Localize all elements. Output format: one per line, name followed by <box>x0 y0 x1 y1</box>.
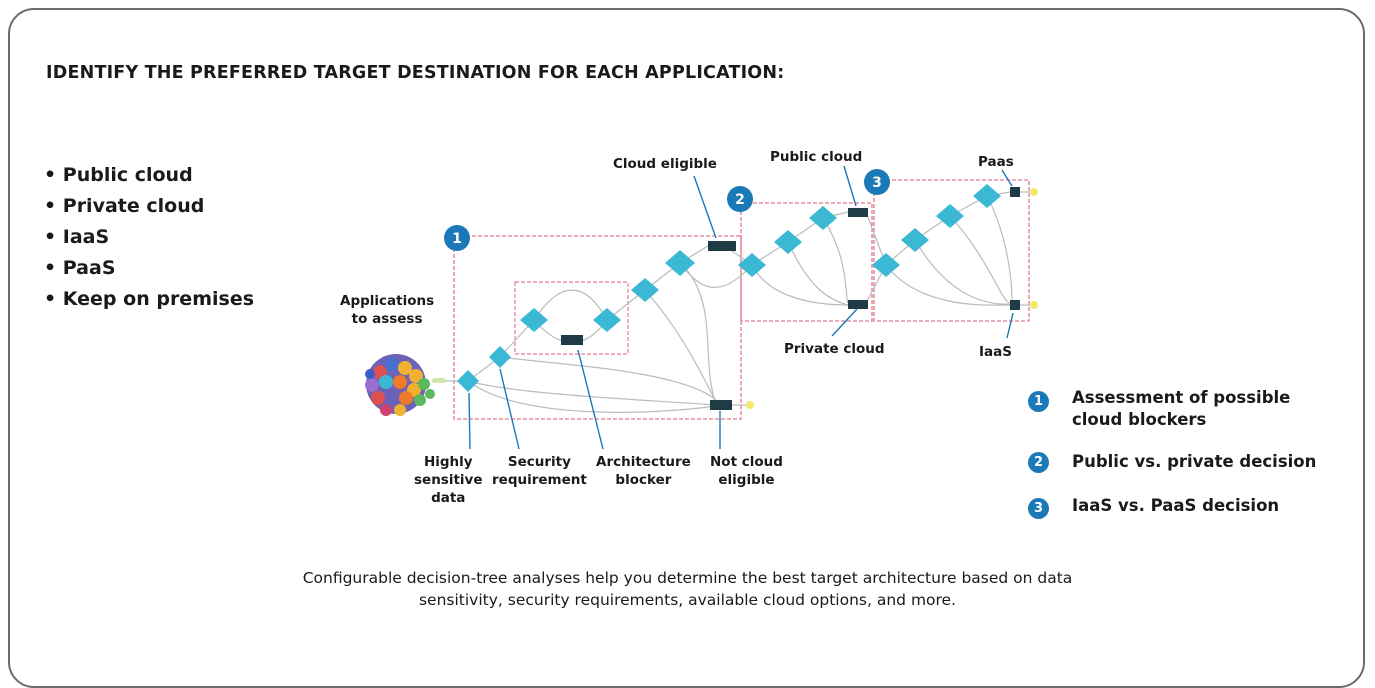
stage-1-box <box>453 235 742 420</box>
decision-node <box>936 204 964 228</box>
decision-nodes <box>457 184 1001 392</box>
label-security-requirement: Security requirement <box>492 453 587 489</box>
caption-line: sensitivity, security requirements, avai… <box>418 591 957 609</box>
label-architecture-blocker: Architecture blocker <box>596 453 691 489</box>
legend-line: cloud blockers <box>1072 410 1207 429</box>
svg-text:1: 1 <box>452 231 462 247</box>
start-marker <box>433 378 445 383</box>
option-item: Private cloud <box>44 191 254 222</box>
option-item: Keep on premises <box>44 284 254 315</box>
label-line: eligible <box>718 472 775 488</box>
leaf-nodes <box>746 188 1038 409</box>
label-line: requirement <box>492 472 587 488</box>
option-item: Public cloud <box>44 160 254 191</box>
applications-cluster-icon <box>365 354 435 416</box>
stage-2-box <box>740 202 873 322</box>
tree-connectors <box>432 191 1030 413</box>
destination-options-list: Public cloud Private cloud IaaS PaaS Kee… <box>44 160 254 315</box>
option-item: PaaS <box>44 253 254 284</box>
label-line: Not cloud <box>710 454 783 470</box>
decision-node <box>738 253 766 277</box>
decision-node <box>665 250 695 276</box>
decision-node <box>973 184 1001 208</box>
label-line: sensitive <box>414 472 483 488</box>
decision-node <box>631 278 659 302</box>
callout-lines <box>468 165 1014 450</box>
decision-node <box>520 308 548 332</box>
private-cloud-terminal <box>848 300 868 309</box>
label-public-cloud: Public cloud <box>770 149 863 165</box>
label-line: data <box>431 490 466 506</box>
stage-3-box <box>873 179 1030 322</box>
label-applications: Applications to assess <box>340 292 434 328</box>
legend-text: IaaS vs. PaaS decision <box>1072 496 1280 515</box>
legend-badge: 3 <box>1028 498 1049 519</box>
architecture-blocker-terminal <box>561 335 583 345</box>
label-line: Security <box>507 454 571 470</box>
paas-terminal <box>1010 187 1020 197</box>
caption-line: Configurable decision-tree analyses help… <box>302 569 1073 587</box>
decision-node <box>901 228 929 252</box>
label-line: to assess <box>351 311 423 327</box>
decision-node <box>457 370 479 392</box>
option-item: IaaS <box>44 222 254 253</box>
cloud-eligible-terminal <box>708 241 736 251</box>
decision-tree-diagram: 1 2 3 <box>365 165 1038 450</box>
label-not-cloud-eligible: Not cloud eligible <box>710 453 783 489</box>
svg-text:2: 2 <box>735 192 745 208</box>
stage-badge-3: 3 <box>864 169 890 195</box>
label-paas: Paas <box>978 154 1014 170</box>
decision-node <box>774 230 802 254</box>
legend-text: Assessment of possible cloud blockers <box>1072 387 1290 431</box>
caption: Configurable decision-tree analyses help… <box>180 567 1195 611</box>
label-cloud-eligible: Cloud eligible <box>613 156 717 172</box>
iaas-terminal <box>1010 300 1020 310</box>
public-cloud-terminal <box>848 208 868 217</box>
architecture-box <box>514 281 629 355</box>
label-private-cloud: Private cloud <box>784 341 885 357</box>
legend-badge: 1 <box>1028 391 1049 412</box>
label-iaas: IaaS <box>979 344 1012 360</box>
terminal-nodes <box>561 187 1020 410</box>
stage-badge-1: 1 <box>444 225 470 251</box>
label-line: Architecture <box>596 454 691 470</box>
legend-line: Assessment of possible <box>1072 388 1291 407</box>
decision-node <box>872 253 900 277</box>
label-line: Highly <box>423 454 473 470</box>
svg-text:3: 3 <box>872 175 882 191</box>
not-cloud-eligible-terminal <box>710 400 732 410</box>
label-line: blocker <box>615 472 672 488</box>
stage-badge-2: 2 <box>727 186 753 212</box>
decision-node <box>489 346 511 368</box>
legend-badge: 2 <box>1028 452 1049 473</box>
decision-node <box>593 308 621 332</box>
legend-text: Public vs. private decision <box>1072 452 1317 471</box>
decision-node <box>809 206 837 230</box>
page-heading: IDENTIFY THE PREFERRED TARGET DESTINATIO… <box>46 63 785 83</box>
label-line: Applications <box>340 293 435 309</box>
label-highly-sensitive: Highly sensitive data <box>414 453 483 507</box>
